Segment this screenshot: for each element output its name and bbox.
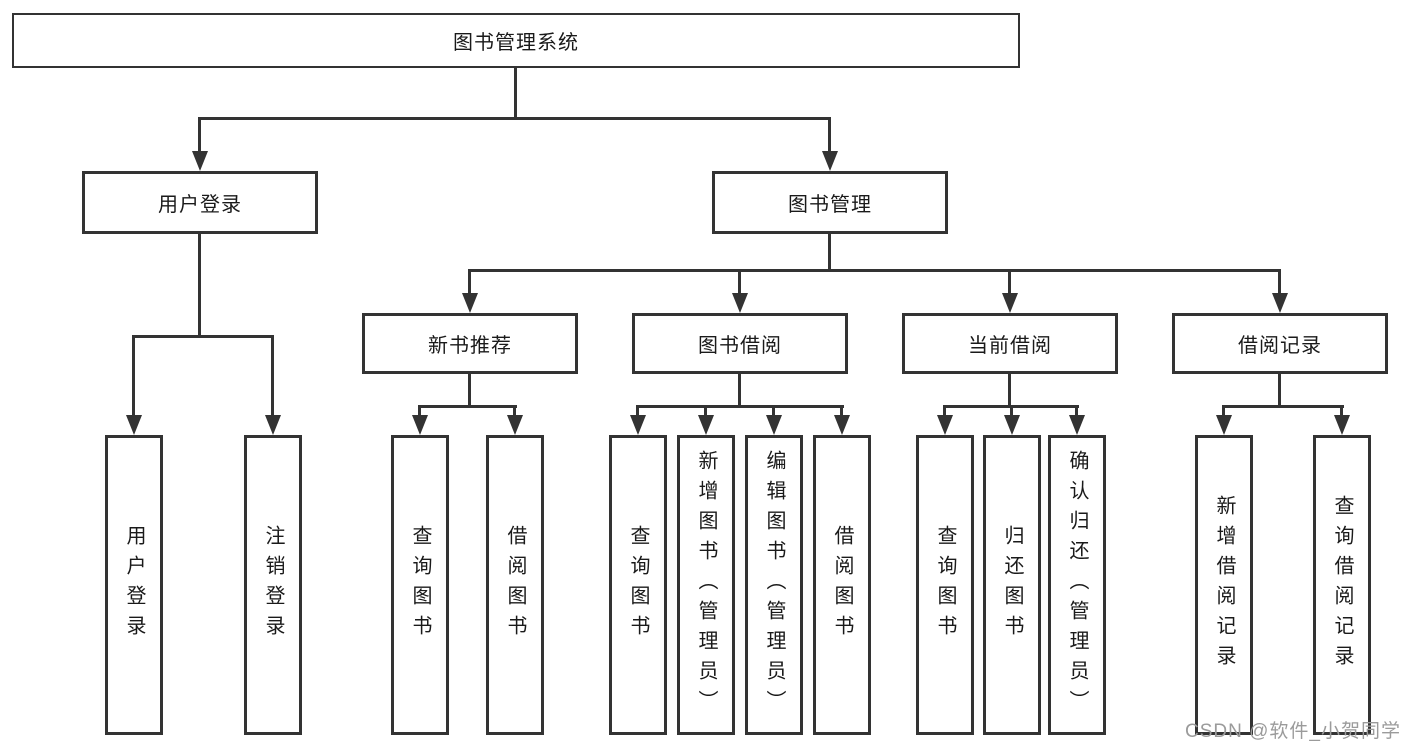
leaf-borrow-books: 借阅图书 <box>813 435 871 735</box>
arrow-down-icon <box>822 151 838 171</box>
node-user-login: 用户登录 <box>82 171 318 234</box>
arrow-down-icon <box>1004 415 1020 435</box>
connector-line <box>1222 405 1225 417</box>
connector-line <box>1278 374 1281 408</box>
connector-line <box>198 234 201 338</box>
node-label: 查询图书 <box>934 525 956 645</box>
node-label: 借阅记录 <box>1238 335 1322 357</box>
node-label: 确认归还（管理员） <box>1066 450 1088 720</box>
node-label: 归还图书 <box>1001 525 1023 645</box>
arrow-down-icon <box>1216 415 1232 435</box>
node-library-management-system: 图书管理系统 <box>12 13 1020 68</box>
leaf-confirm-return-admin: 确认归还（管理员） <box>1048 435 1106 735</box>
node-book-borrow: 图书借阅 <box>632 313 848 374</box>
arrow-down-icon <box>698 415 714 435</box>
connector-line <box>1010 405 1013 417</box>
node-label: 借阅图书 <box>831 525 853 645</box>
arrow-down-icon <box>1002 293 1018 313</box>
leaf-query-books-recommend: 查询图书 <box>391 435 449 735</box>
arrow-down-icon <box>462 293 478 313</box>
node-label: 用户登录 <box>158 194 242 216</box>
connector-line <box>418 405 421 417</box>
node-borrow-records: 借阅记录 <box>1172 313 1388 374</box>
csdn-watermark: CSDN @软件_小贺同学 <box>1185 721 1401 742</box>
connector-line <box>636 405 844 408</box>
leaf-return-books: 归还图书 <box>983 435 1041 735</box>
node-label: 查询图书 <box>627 525 649 645</box>
connector-line <box>198 117 831 120</box>
node-label: 新书推荐 <box>428 335 512 357</box>
node-label: 借阅图书 <box>504 525 526 645</box>
node-new-book-recommend: 新书推荐 <box>362 313 578 374</box>
connector-line <box>1222 405 1344 408</box>
leaf-query-books-current: 查询图书 <box>916 435 974 735</box>
connector-line <box>840 405 843 417</box>
connector-line <box>198 117 201 157</box>
arrow-down-icon <box>1272 293 1288 313</box>
connector-line <box>418 405 517 408</box>
connector-line <box>468 374 471 408</box>
connector-line <box>271 335 274 417</box>
arrow-down-icon <box>834 415 850 435</box>
arrow-down-icon <box>412 415 428 435</box>
arrow-down-icon <box>937 415 953 435</box>
connector-line <box>943 405 946 417</box>
arrow-down-icon <box>766 415 782 435</box>
node-label: 查询图书 <box>409 525 431 645</box>
connector-line <box>514 68 517 118</box>
arrow-down-icon <box>1069 415 1085 435</box>
node-label: 编辑图书（管理员） <box>763 450 785 720</box>
connector-line <box>1075 405 1078 417</box>
connector-line <box>828 117 831 157</box>
connector-line <box>828 234 831 272</box>
connector-line <box>468 269 1281 272</box>
node-label: 查询借阅记录 <box>1331 495 1353 675</box>
node-current-borrow: 当前借阅 <box>902 313 1118 374</box>
node-label: 用户登录 <box>123 525 145 645</box>
arrow-down-icon <box>265 415 281 435</box>
connector-line <box>132 335 135 417</box>
connector-line <box>772 405 775 417</box>
connector-line <box>1008 269 1011 295</box>
node-label: 图书借阅 <box>698 335 782 357</box>
node-label: 当前借阅 <box>968 335 1052 357</box>
leaf-logout: 注销登录 <box>244 435 302 735</box>
leaf-user-login: 用户登录 <box>105 435 163 735</box>
connector-line <box>738 269 741 295</box>
leaf-edit-books-admin: 编辑图书（管理员） <box>745 435 803 735</box>
connector-line <box>132 335 274 338</box>
connector-line <box>1278 269 1281 295</box>
node-label: 图书管理系统 <box>453 32 579 54</box>
connector-line <box>738 374 741 408</box>
connector-line <box>636 405 639 417</box>
arrow-down-icon <box>732 293 748 313</box>
connector-line <box>704 405 707 417</box>
leaf-query-borrow-record: 查询借阅记录 <box>1313 435 1371 735</box>
connector-line <box>468 269 471 295</box>
node-book-management: 图书管理 <box>712 171 948 234</box>
leaf-borrow-books-recommend: 借阅图书 <box>486 435 544 735</box>
connector-line <box>1008 374 1011 408</box>
connector-line <box>1340 405 1343 417</box>
node-label: 图书管理 <box>788 194 872 216</box>
node-label: 新增图书（管理员） <box>695 450 717 720</box>
arrow-down-icon <box>630 415 646 435</box>
arrow-down-icon <box>126 415 142 435</box>
arrow-down-icon <box>1334 415 1350 435</box>
leaf-add-borrow-record: 新增借阅记录 <box>1195 435 1253 735</box>
node-label: 新增借阅记录 <box>1213 495 1235 675</box>
connector-line <box>513 405 516 417</box>
arrow-down-icon <box>507 415 523 435</box>
leaf-query-books-borrow: 查询图书 <box>609 435 667 735</box>
arrow-down-icon <box>192 151 208 171</box>
node-label: 注销登录 <box>262 525 284 645</box>
leaf-add-books-admin: 新增图书（管理员） <box>677 435 735 735</box>
